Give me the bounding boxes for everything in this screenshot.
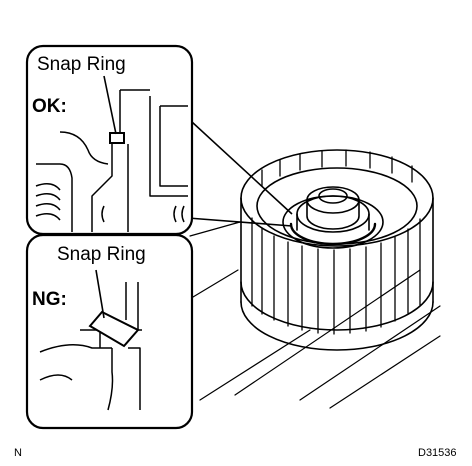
ok-status-label: OK: [32,96,67,117]
ng-panel: Snap Ring NG: [25,233,194,430]
drum-spline-teeth [251,149,421,335]
work-surface-lines [187,221,441,409]
figure-code: D31536 [418,447,457,459]
ok-snap-ring [109,132,125,144]
ng-snap-ring-leader [95,269,105,319]
ok-panel-title: Snap Ring [37,54,126,75]
footer-left-mark: N [14,447,22,459]
hub-snap-ring [289,222,377,246]
ok-snap-ring-leader [103,75,117,135]
callout-leader-lines [187,121,293,227]
drum-hub [282,186,384,249]
clutch-drum-illustration [187,149,441,409]
ok-panel: Snap Ring OK: [25,44,194,236]
ng-status-label: NG: [32,289,67,310]
drum-outer-body [240,149,434,351]
ok-cross-section [35,89,188,232]
ng-snap-ring [88,310,140,348]
ng-panel-title: Snap Ring [57,244,146,265]
